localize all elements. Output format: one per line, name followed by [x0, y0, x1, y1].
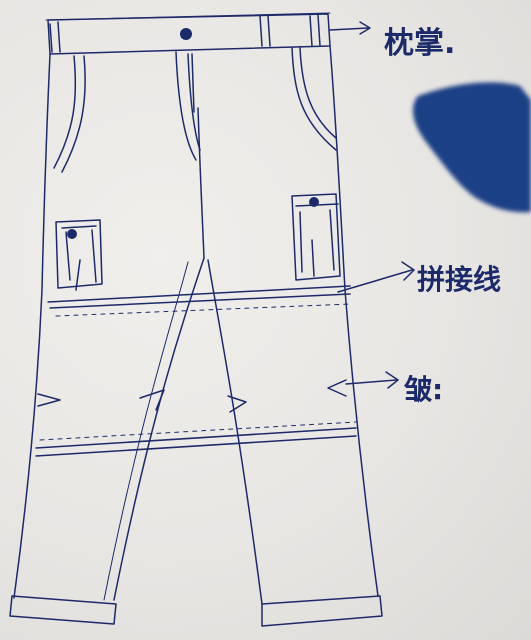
arrow-icon — [329, 21, 371, 35]
upper-seam-line — [47, 285, 351, 317]
left-cargo-pocket — [55, 219, 103, 291]
left-front-pocket — [53, 55, 86, 173]
right-outseam — [329, 45, 379, 597]
pleat-label: 皱: — [404, 373, 444, 406]
button-icon — [309, 197, 319, 207]
arrow-icon — [345, 371, 399, 389]
left-inseam — [113, 257, 205, 601]
waistband-label: 枕掌. — [384, 26, 456, 61]
right-front-pocket — [291, 47, 337, 151]
fly — [175, 51, 201, 161]
seam-line-label: 拼接线 — [417, 263, 502, 296]
left-outseam — [13, 53, 51, 599]
arrow-icon — [337, 261, 415, 293]
right-inseam — [207, 259, 263, 605]
right-cuff — [261, 595, 383, 627]
pleat-darts — [37, 379, 347, 413]
button-icon — [180, 28, 192, 40]
lower-seam-line — [35, 421, 357, 457]
left-cuff — [9, 595, 117, 625]
right-cargo-pocket — [291, 193, 341, 281]
button-icon — [67, 229, 77, 239]
fabric-swatch — [412, 82, 531, 213]
crotch-line — [197, 107, 205, 259]
